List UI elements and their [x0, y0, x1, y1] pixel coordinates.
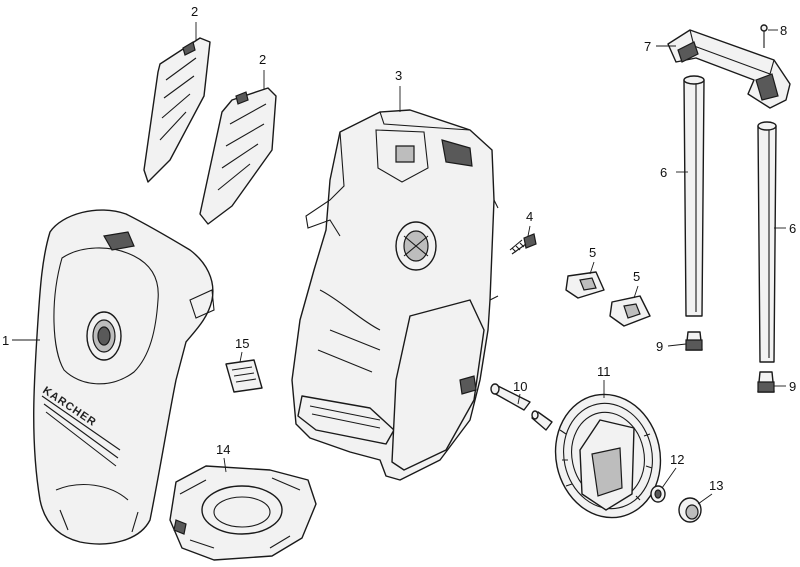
- part-base-frame: [169, 465, 317, 561]
- part-screw-housing: [509, 233, 537, 255]
- part-tube-plug-right: [757, 371, 775, 393]
- part-axle-pins: [490, 383, 553, 431]
- part-handle-tube-right: [757, 121, 777, 363]
- callout-labels: 2 2 1 3 4 5 5 6 6 7 8 9 9 10 11 12 13 14…: [2, 4, 796, 493]
- part-front-cover: KARCHER: [33, 209, 215, 545]
- part-screw-handle: [760, 24, 768, 48]
- callout-3: 3: [395, 68, 402, 83]
- callout-14: 14: [216, 442, 230, 457]
- callout-5-b: 5: [633, 269, 640, 284]
- callout-2-upper: 2: [191, 4, 198, 19]
- part-handle-tube-left: [683, 75, 705, 317]
- callout-13: 13: [709, 478, 723, 493]
- part-washer: [650, 485, 666, 503]
- callout-10: 10: [513, 379, 527, 394]
- part-clip-cover-right: [199, 87, 277, 225]
- part-filter-pad: [225, 359, 263, 393]
- part-holder-clip-a: [565, 271, 605, 299]
- callout-2-lower: 2: [259, 52, 266, 67]
- callout-9-right: 9: [789, 379, 796, 394]
- callout-11: 11: [597, 364, 611, 379]
- part-main-housing: [291, 109, 499, 481]
- callout-12: 12: [670, 452, 684, 467]
- callout-8: 8: [780, 23, 787, 38]
- callout-5-a: 5: [589, 245, 596, 260]
- part-wheel: [554, 393, 662, 519]
- callout-6-right: 6: [789, 221, 796, 236]
- part-clip-cover-left: [143, 37, 211, 183]
- part-tube-plug-left: [685, 331, 703, 351]
- part-hub-cap: [678, 497, 702, 523]
- callout-7: 7: [644, 39, 651, 54]
- part-handle: [667, 29, 791, 109]
- callout-6-left: 6: [660, 165, 667, 180]
- part-holder-clip-b: [609, 295, 651, 327]
- callout-15: 15: [235, 336, 249, 351]
- callout-9-left: 9: [656, 339, 663, 354]
- leader-lines: [12, 22, 786, 505]
- callout-1: 1: [2, 333, 9, 348]
- callout-4: 4: [526, 209, 533, 224]
